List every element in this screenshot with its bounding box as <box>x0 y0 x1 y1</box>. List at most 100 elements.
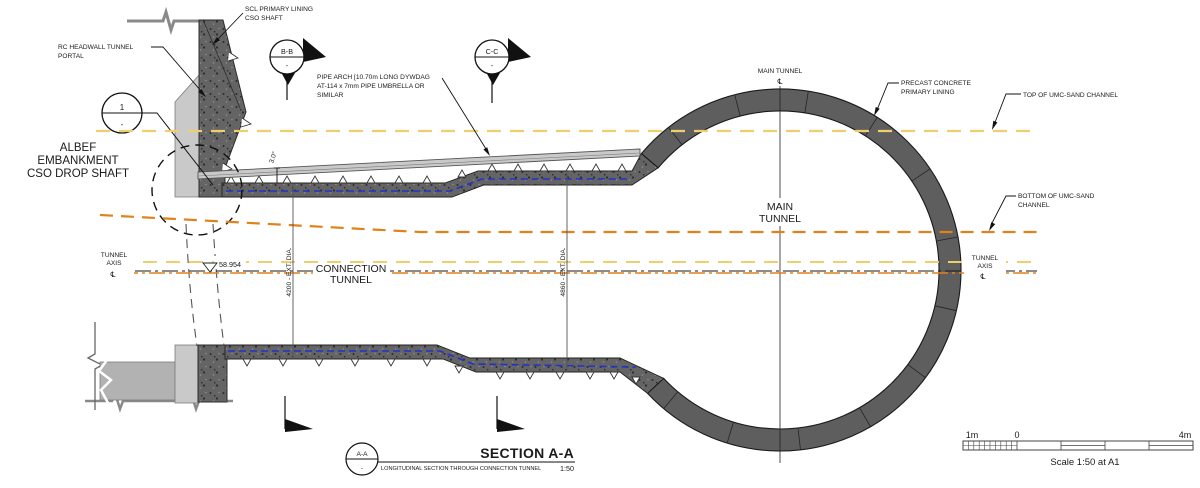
label-pipe-arch-3: SIMILAR <box>317 92 344 99</box>
main-tunnel-ring <box>640 88 962 452</box>
detail-region: 1 - <box>101 92 243 347</box>
label-tunnel-axis-right-2: AXIS <box>977 263 993 270</box>
centerline-symbol-axis-right: ℄ <box>980 272 987 281</box>
bottom-channel-leader <box>990 195 1016 226</box>
section-marker-bb-label: B-B <box>281 47 293 56</box>
detail-marker-1-sheet: - <box>121 120 124 129</box>
section-marker-cc-flag <box>508 38 531 62</box>
cso-shaft-structure <box>85 6 252 413</box>
section-arrow-bb-bottom <box>284 396 313 432</box>
scale-bar-zero-label: 0 <box>1014 430 1019 440</box>
section-marker-bb-sheet: - <box>286 61 289 70</box>
top-channel-arrowhead <box>992 120 998 130</box>
label-pipe-arch-2: AT-114 x 7mm PIPE UMBRELLA OR <box>317 83 425 90</box>
elevation-level-symbol <box>202 262 218 273</box>
section-marker-bb-flag-small <box>281 72 295 85</box>
pipe-arch-umbrella: 3.0° <box>197 148 641 183</box>
pipe-arch-bar <box>197 148 641 180</box>
scale-bar-right-label: 4m <box>1179 430 1192 440</box>
inline-labels: CONNECTION TUNNEL MAIN TUNNEL TUNNEL AXI… <box>94 68 1006 286</box>
pipe-arch-arrowhead <box>483 147 490 156</box>
scl-leader <box>217 12 244 40</box>
ring-segment-joints <box>663 91 959 450</box>
rc-headwall-arrowhead <box>198 89 206 97</box>
embankment-base-slab <box>99 361 176 401</box>
reference-lines <box>96 129 1037 274</box>
label-connection-tunnel-2: TUNNEL <box>330 274 372 286</box>
shaft-wall-lower <box>197 344 228 403</box>
elevation-mask <box>214 256 246 268</box>
top-channel-leader <box>993 93 1021 126</box>
slope-value: 3.0° <box>267 150 278 164</box>
spile-ticks-crown <box>226 163 627 184</box>
detail-circle-dashed <box>151 144 243 236</box>
label-albef-1: ALBEF <box>60 142 96 154</box>
label-rc-headwall-2: PORTAL <box>58 53 84 60</box>
pipe-arch-leader <box>441 77 487 150</box>
label-bottom-channel-2: CHANNEL <box>1018 202 1050 209</box>
dim-4200: 4200 - EXT. DIA. <box>286 247 293 296</box>
scale-bar-subdivisions <box>963 441 1017 450</box>
precast-ring <box>640 88 962 452</box>
rc-headwall-lower <box>174 344 199 404</box>
centerline-symbol-main-top: ℄ <box>777 77 784 86</box>
section-marker-cc-label: C-C <box>486 47 499 56</box>
label-connection-tunnel-1: CONNECTION <box>316 263 387 275</box>
bottom-channel-arrowhead <box>989 222 996 231</box>
section-marker-bb-flag <box>303 38 326 62</box>
label-albef-3: CSO DROP SHAFT <box>27 168 129 180</box>
label-tunnel-axis-right-1: TUNNEL <box>972 255 999 262</box>
ground-line-top <box>127 6 222 36</box>
invert-lining-band <box>224 344 665 394</box>
section-marker-cc: C-C - <box>474 38 531 103</box>
spile-ticks-invert <box>242 358 641 385</box>
marker-aa-label: A-A <box>357 451 369 458</box>
section-subtitle: LONGITUDINAL SECTION THROUGH CONNECTION … <box>381 466 541 472</box>
label-rc-headwall-1: RC HEADWALL TUNNEL <box>58 44 134 51</box>
precast-arrowhead <box>874 106 880 116</box>
label-precast-1: PRECAST CONCRETE <box>901 80 971 87</box>
section-arrow-cc-head <box>497 419 525 432</box>
slope-dim-line <box>274 167 280 183</box>
section-marker-cc-sheet: - <box>491 61 494 70</box>
label-pipe-arch-1: PIPE ARCH [10.70m LONG DYWDAG <box>317 74 430 81</box>
rc-headwall-leader <box>151 46 202 92</box>
label-scl-2: CSO SHAFT <box>245 15 283 22</box>
marker-aa-sheet: - <box>361 465 363 472</box>
detail-marker-1-leader <box>142 112 214 186</box>
embankment-edge-line <box>86 322 104 410</box>
label-bottom-channel-1: BOTTOM OF UMC-SAND <box>1018 193 1095 200</box>
pipe-arch-midline <box>197 152 641 177</box>
section-marker-bb: B-B - <box>269 38 326 100</box>
axis-left-label-mask <box>94 250 134 280</box>
label-albef-2: EMBANKMENT <box>37 155 118 167</box>
bottom-channel-line <box>99 213 1037 234</box>
section-marker-cc-flag-small <box>486 72 500 85</box>
waterproofing-line-crown <box>226 178 628 192</box>
centerline-symbol-axis-left: ℄ <box>110 270 117 279</box>
section-scale: 1:50 <box>560 464 574 473</box>
section-title: SECTION A-A <box>480 445 574 461</box>
scale-note: Scale 1:50 at A1 <box>1050 457 1119 468</box>
slab-break-line <box>97 359 113 404</box>
axis-right-label-mask <box>964 252 1006 281</box>
leader-labels: RC HEADWALL TUNNEL PORTAL SCL PRIMARY LI… <box>58 6 1118 231</box>
scale-bar: 1m 0 4m Scale 1:50 at A1 <box>962 430 1194 468</box>
section-arrow-cc-bottom <box>496 396 525 432</box>
label-main-tunnel-center-1: MAIN <box>767 201 793 213</box>
label-main-tunnel-top: MAIN TUNNEL <box>758 68 803 75</box>
label-tunnel-axis-left-1: TUNNEL <box>101 252 128 259</box>
label-tunnel-axis-left-2: AXIS <box>106 260 122 267</box>
dimensions: 4200 - EXT. DIA. 4860 - EXT. DIA. 58.954 <box>202 173 568 372</box>
hidden-shaft-line-1 <box>185 223 198 347</box>
connection-label-mask <box>313 263 390 284</box>
dim-4860: 4860 - EXT. DIA. <box>560 247 567 296</box>
section-markers: B-B - C-C - <box>269 38 531 432</box>
scale-bar-left-label: 1m <box>966 430 979 440</box>
section-arrow-bb-head <box>285 419 313 432</box>
rc-headwall-upper <box>174 73 200 198</box>
precast-leader <box>876 82 899 111</box>
shaft-title: ALBEF EMBANKMENT CSO DROP SHAFT <box>27 142 129 180</box>
